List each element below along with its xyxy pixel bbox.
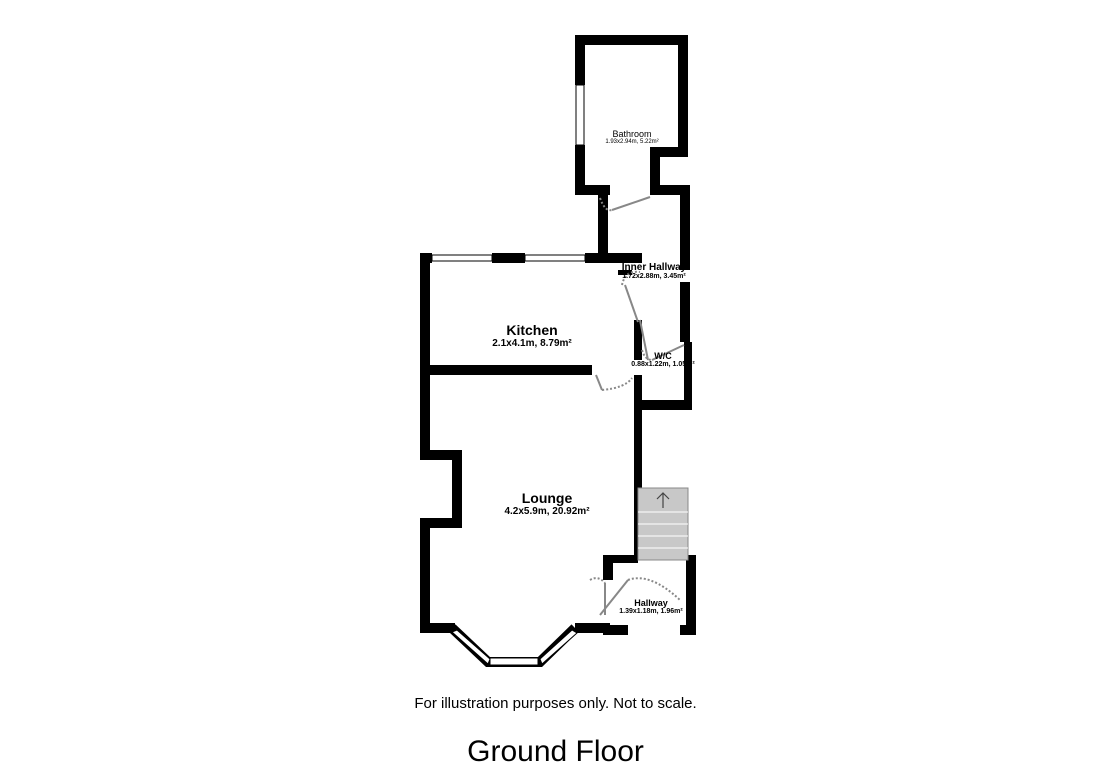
walls xyxy=(420,35,696,635)
room-dims: 2.1x4.1m, 8.79m² xyxy=(492,338,572,349)
disclaimer-note: For illustration purposes only. Not to s… xyxy=(414,695,697,712)
room-bathroom: Bathroom 1.93x2.94m, 5.22m² xyxy=(605,129,658,145)
doors xyxy=(589,196,685,616)
room-name: Bathroom xyxy=(612,129,652,139)
room-name: Hallway xyxy=(634,598,668,608)
room-dims: 1.72x2.88m, 3.45m² xyxy=(622,273,686,280)
room-dims: 0.88x1.22m, 1.05m² xyxy=(631,361,695,368)
stairs-up-arrow-icon xyxy=(656,492,670,508)
room-name: W/C xyxy=(654,351,672,361)
room-dims: 1.39x1.18m, 1.96m² xyxy=(619,608,683,615)
stairs xyxy=(637,487,689,561)
room-lounge: Lounge 4.2x5.9m, 20.92m² xyxy=(504,490,589,517)
room-kitchen: Kitchen 2.1x4.1m, 8.79m² xyxy=(492,322,572,349)
room-wc: W/C 0.88x1.22m, 1.05m² xyxy=(631,351,694,368)
room-hallway: Hallway 1.39x1.18m, 1.96m² xyxy=(619,598,682,615)
room-name: Kitchen xyxy=(506,322,558,338)
room-inner-hallway: Inner Hallway 1.72x2.88m, 3.45m² xyxy=(622,262,686,280)
windows xyxy=(431,84,586,666)
room-dims: 1.93x2.94m, 5.22m² xyxy=(605,139,659,145)
room-name: Lounge xyxy=(521,490,573,506)
room-name: Inner Hallway xyxy=(621,262,687,273)
floor-title: Ground Floor xyxy=(467,735,644,768)
room-dims: 4.2x5.9m, 20.92m² xyxy=(504,506,590,517)
